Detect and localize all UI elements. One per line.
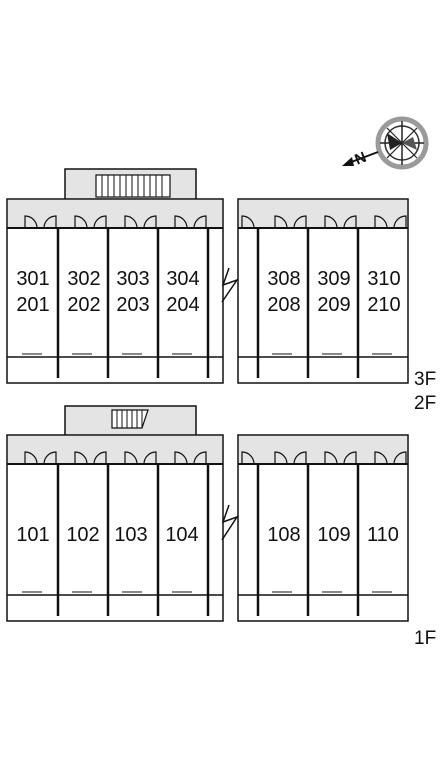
break-line-icon bbox=[221, 267, 239, 303]
unit-label: 209 bbox=[317, 294, 350, 316]
unit-label: 301 bbox=[16, 268, 49, 290]
break-line-icon bbox=[221, 504, 239, 541]
unit-label: 104 bbox=[165, 524, 198, 546]
unit-label: 109 bbox=[317, 524, 350, 546]
unit-label: 108 bbox=[267, 524, 300, 546]
upper-floor-block: 301 201 302 202 303 203 304 204 308 208 … bbox=[6, 168, 409, 384]
floor-label-3f: 3F bbox=[414, 369, 436, 390]
window-icon bbox=[22, 591, 392, 596]
unit-label: 101 bbox=[16, 524, 49, 546]
door-icon bbox=[24, 215, 407, 229]
unit-label: 210 bbox=[367, 294, 400, 316]
unit-label: 203 bbox=[116, 294, 149, 316]
staircase-icon bbox=[111, 409, 149, 429]
unit-label: 103 bbox=[114, 524, 147, 546]
door-icon bbox=[24, 451, 407, 465]
unit-label: 308 bbox=[267, 268, 300, 290]
unit-label: 202 bbox=[67, 294, 100, 316]
unit-label: 310 bbox=[367, 268, 400, 290]
staircase-icon bbox=[95, 174, 171, 198]
floor-label-2f: 2F bbox=[414, 393, 436, 414]
unit-label: 302 bbox=[67, 268, 100, 290]
unit-label: 201 bbox=[16, 294, 49, 316]
unit-label: 309 bbox=[317, 268, 350, 290]
window-icon bbox=[22, 353, 392, 358]
compass-rose-icon bbox=[375, 116, 429, 170]
floor-label-1f: 1F bbox=[414, 628, 436, 649]
unit-label: 204 bbox=[166, 294, 199, 316]
north-label: N bbox=[352, 149, 368, 169]
unit-label: 208 bbox=[267, 294, 300, 316]
unit-label: 304 bbox=[166, 268, 199, 290]
unit-label: 303 bbox=[116, 268, 149, 290]
north-arrow-icon: N bbox=[342, 149, 379, 169]
ground-floor-block: 101 102 103 104 108 109 110 bbox=[6, 405, 409, 622]
unit-label: 110 bbox=[367, 524, 399, 546]
unit-label: 102 bbox=[66, 524, 99, 546]
